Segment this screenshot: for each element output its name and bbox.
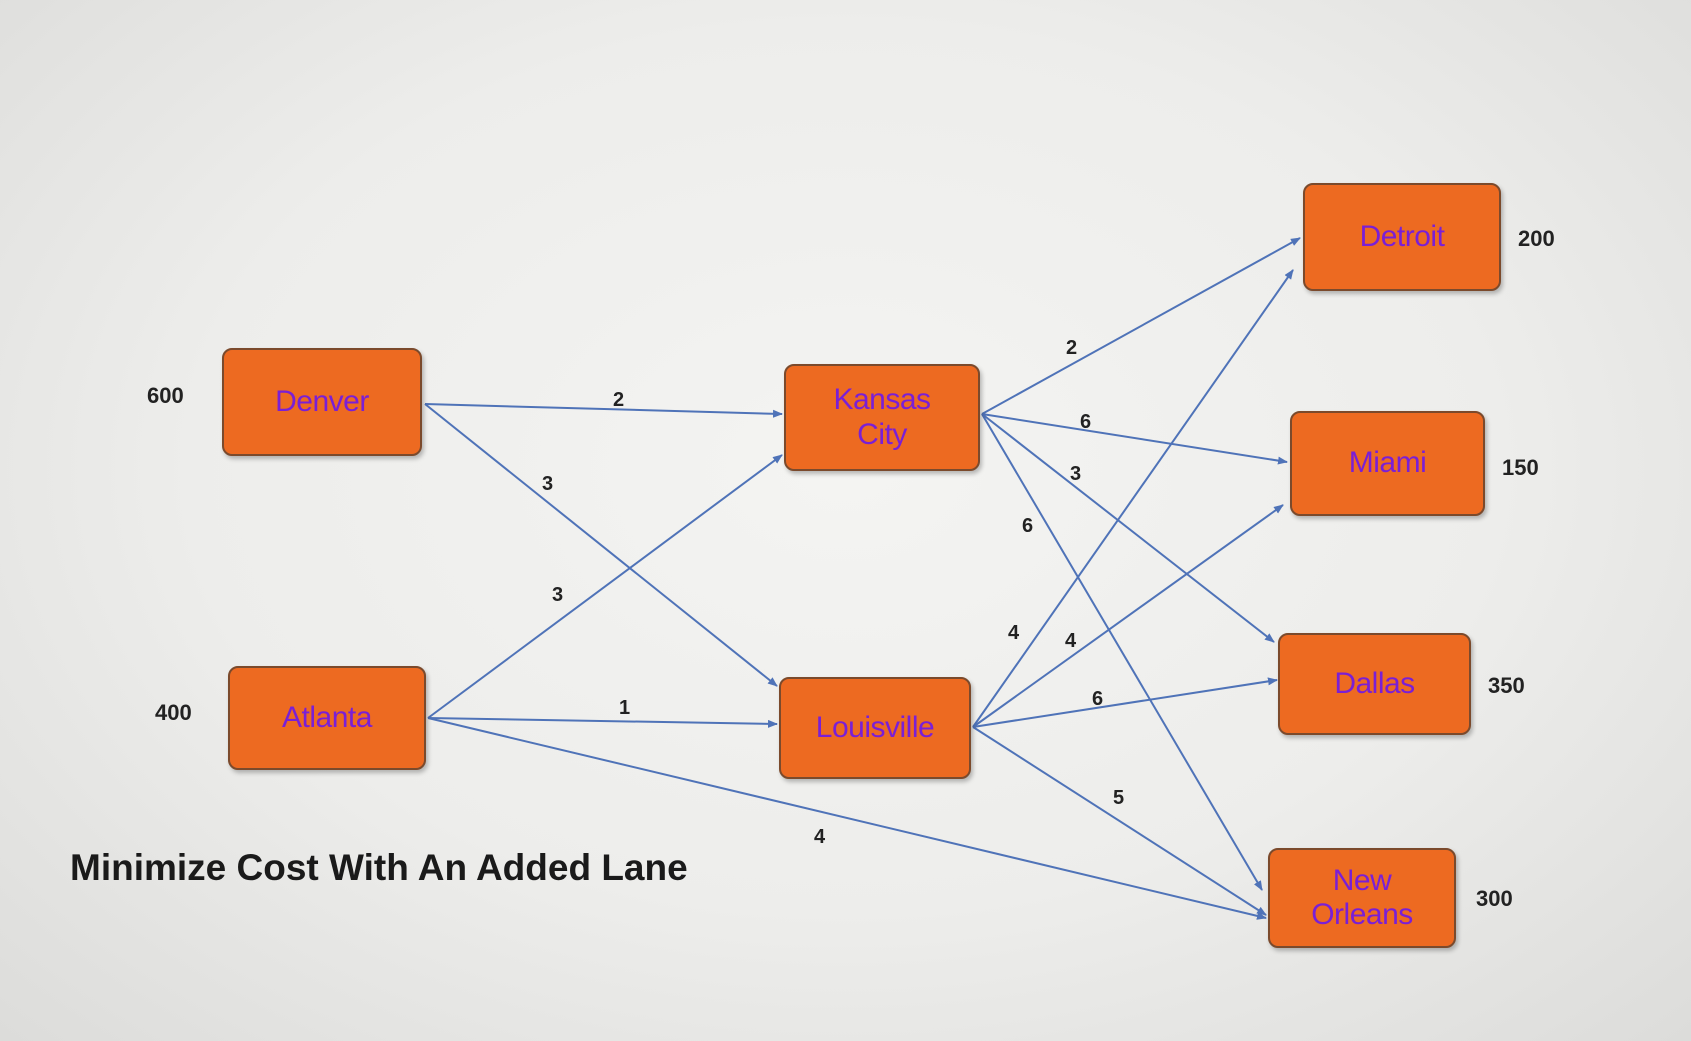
node-miami: Miami — [1290, 411, 1485, 516]
cost-atlanta-new-orleans: 4 — [814, 826, 826, 848]
edge-denver-to-kansas-city — [424, 403, 783, 418]
node-atlanta: Atlanta — [228, 666, 426, 770]
supply-atlanta: 400 — [155, 700, 192, 725]
node-label: Louisville — [815, 710, 935, 744]
edge-atlanta-to-new-orleans — [427, 717, 1267, 920]
demand-detroit: 200 — [1518, 226, 1555, 251]
edge-louisville-to-miami — [972, 504, 1284, 728]
node-label: Denver — [275, 384, 369, 418]
cost-denver-kansas-city: 2 — [613, 389, 625, 411]
cost-louisville-miami: 4 — [1065, 630, 1077, 652]
edge-louisville-to-new-orleans — [972, 726, 1267, 916]
diagram-title: Minimize Cost With An Added Lane — [70, 847, 688, 888]
node-label: Dallas — [1334, 666, 1415, 700]
node-label: New Orleans — [1311, 863, 1413, 932]
demand-dallas: 350 — [1488, 673, 1525, 698]
cost-kansas-city-new-orleans: 6 — [1022, 515, 1034, 537]
node-louisville: Louisville — [779, 677, 971, 779]
demand-miami: 150 — [1502, 455, 1539, 480]
edge-atlanta-to-kansas-city — [427, 454, 783, 719]
node-new-orleans: New Orleans — [1268, 848, 1456, 948]
cost-kansas-city-detroit: 2 — [1066, 337, 1078, 359]
edge-kansas-city-to-detroit — [981, 237, 1301, 415]
edge-kansas-city-to-new-orleans — [981, 413, 1263, 891]
cost-louisville-detroit: 4 — [1008, 622, 1020, 644]
node-dallas: Dallas — [1278, 633, 1471, 735]
edge-denver-to-louisville — [424, 403, 778, 687]
node-label: Atlanta — [282, 700, 372, 734]
node-label: Detroit — [1359, 219, 1445, 253]
cost-atlanta-louisville: 1 — [619, 697, 631, 719]
edge-kansas-city-to-miami — [981, 413, 1288, 465]
node-label: Kansas City — [833, 383, 931, 451]
cost-kansas-city-miami: 6 — [1080, 411, 1092, 433]
edge-atlanta-to-louisville — [427, 717, 778, 728]
node-denver: Denver — [222, 348, 422, 456]
node-label: Miami — [1348, 446, 1427, 480]
edges-layer — [424, 237, 1301, 920]
cost-louisville-new-orleans: 5 — [1113, 787, 1125, 809]
demand-new-orleans: 300 — [1476, 886, 1513, 911]
edge-louisville-to-detroit — [972, 269, 1294, 728]
cost-louisville-dallas: 6 — [1092, 688, 1104, 710]
cost-kansas-city-dallas: 3 — [1070, 463, 1082, 485]
cost-denver-louisville: 3 — [542, 473, 554, 495]
node-kansas-city: Kansas City — [784, 364, 980, 471]
edge-kansas-city-to-dallas — [981, 413, 1275, 643]
edge-louisville-to-dallas — [972, 677, 1278, 728]
cost-atlanta-kansas-city: 3 — [552, 584, 564, 606]
node-detroit: Detroit — [1303, 183, 1501, 291]
supply-denver: 600 — [147, 383, 184, 408]
